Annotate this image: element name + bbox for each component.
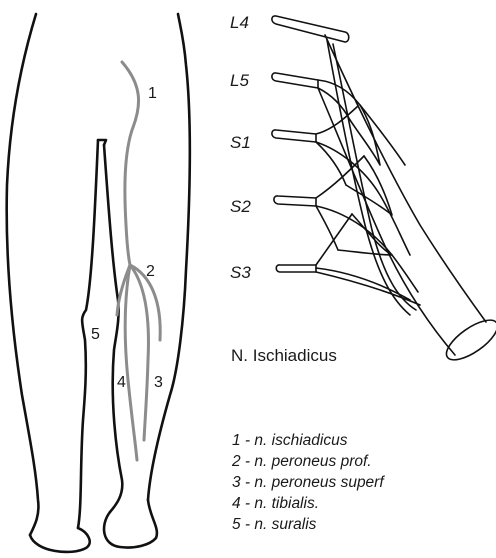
legend: 1 - n. ischiadicus 2 - n. peroneus prof.…	[231, 432, 385, 533]
root-labels: L4 L5 S1 S2 S3	[230, 13, 251, 282]
legend-item-2: 2 - n. peroneus prof.	[231, 453, 372, 470]
leg-label-4: 4	[117, 374, 126, 391]
plexus-main-trunk-lower-edge	[318, 88, 455, 355]
root-label-s3: S3	[230, 263, 251, 282]
leg-label-5: 5	[91, 326, 100, 343]
strand-s2-lower	[316, 206, 338, 250]
right-leg-inner-contour	[104, 145, 122, 512]
strand-s1-mid	[316, 142, 410, 255]
leg-label-1: 1	[148, 85, 157, 102]
legend-item-4: 4 - n. tibialis.	[232, 495, 319, 512]
sacral-plexus	[272, 16, 496, 367]
root-stub-s2	[274, 196, 316, 206]
root-label-s2: S2	[230, 197, 251, 216]
leg-label-3: 3	[154, 374, 163, 391]
plexus-trunk-cut-end	[441, 313, 496, 367]
left-foot-contour	[30, 528, 90, 552]
strand-l4-inner	[327, 40, 410, 315]
sciatic-nerve-trunk	[122, 62, 139, 265]
legend-item-3: 3 - n. peroneus superf	[232, 474, 385, 491]
leg-label-2: 2	[146, 263, 155, 280]
root-stub-s1	[272, 130, 316, 142]
leg-nerve-paths	[117, 62, 160, 460]
right-foot-contour	[104, 500, 157, 548]
root-stub-s3	[276, 265, 316, 272]
root-label-l5: L5	[230, 71, 249, 90]
root-label-s1: S1	[230, 133, 251, 152]
root-label-l4: L4	[230, 13, 249, 32]
legend-item-5: 5 - n. suralis	[232, 516, 317, 533]
plexus-main-trunk	[325, 35, 486, 322]
legs-outline	[7, 14, 190, 552]
root-stub-l5	[272, 73, 318, 88]
plexus-caption: N. Ischiadicus	[231, 346, 337, 365]
root-stub-l4	[272, 16, 349, 42]
tibialis-branch	[125, 265, 137, 460]
strand-s3-upper	[316, 214, 352, 265]
strand-s1-upper	[316, 106, 358, 134]
left-leg-outer-contour	[7, 14, 39, 535]
strand-l5-upper	[318, 80, 405, 165]
plexus-loop-a	[350, 105, 380, 165]
plexus-loop-b	[346, 156, 392, 215]
plexus-loop-c	[338, 214, 392, 255]
legend-item-1: 1 - n. ischiadicus	[232, 432, 348, 449]
